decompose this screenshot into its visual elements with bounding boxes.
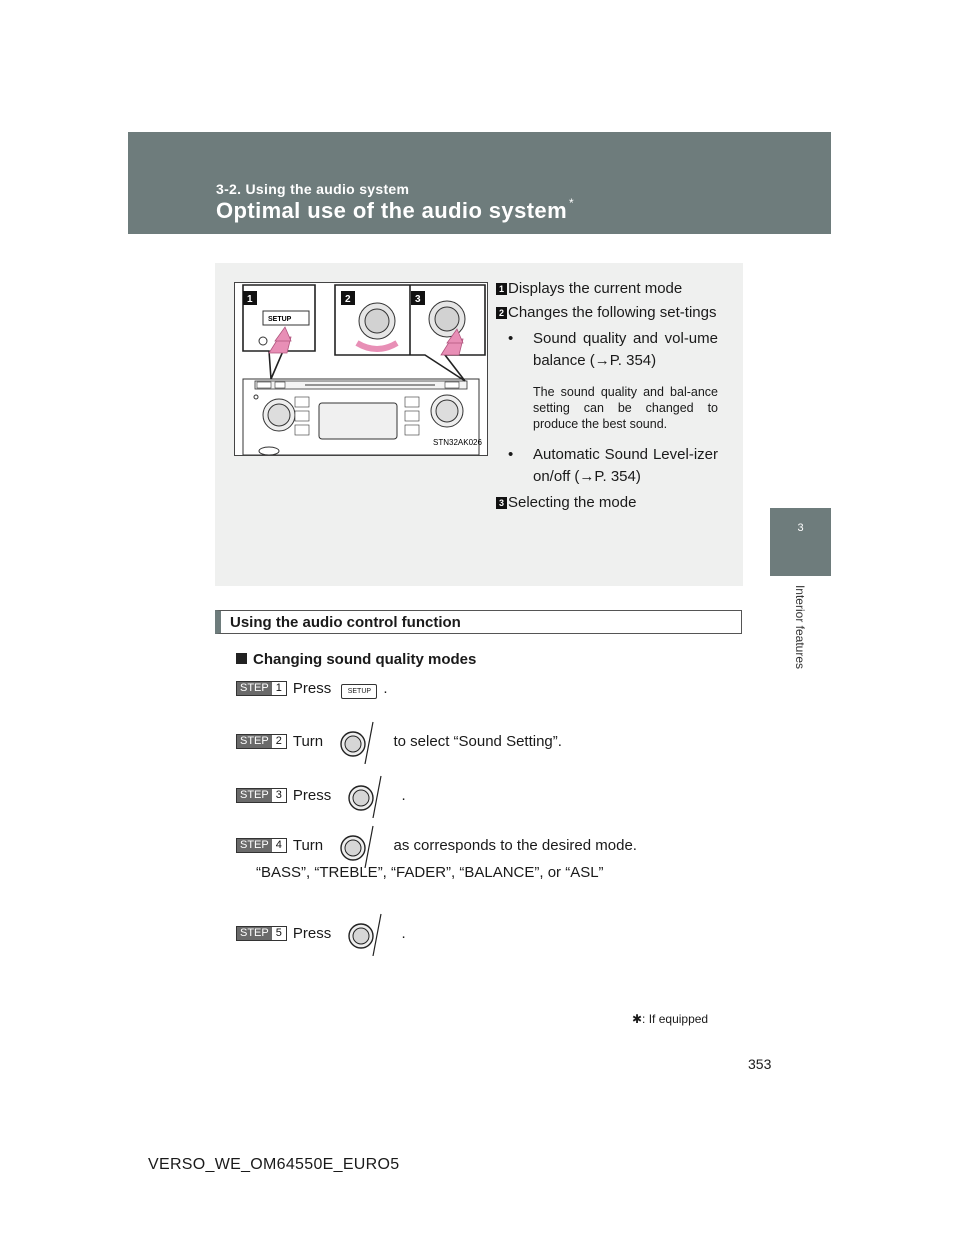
step-5-after: . bbox=[401, 924, 406, 942]
callout-item-3: 3 Selecting the mode bbox=[496, 492, 718, 514]
step-2-before: Turn bbox=[292, 732, 324, 750]
footnote: ✱: If equipped bbox=[632, 1012, 709, 1026]
illustration-code: STN32AK026 bbox=[433, 438, 482, 447]
step-3-before: Press bbox=[292, 786, 332, 804]
audio-unit-drawing: SETUP 1 2 3 STN32AK026 bbox=[242, 284, 486, 455]
bullet-text-2: Automatic Sound Level-izer on/off (→P. 3… bbox=[533, 446, 718, 485]
knob-icon bbox=[340, 721, 374, 764]
step-badge-number: 5 bbox=[271, 926, 286, 940]
callout-number-3: 3 bbox=[496, 497, 507, 509]
bullet-asl: • Automatic Sound Level-izer on/off (→P.… bbox=[496, 444, 718, 488]
callout-list: 1 Displays the current mode 2 Changes th… bbox=[496, 278, 718, 514]
audio-unit-illustration: SETUP 1 2 3 STN32AK026 bbox=[234, 282, 488, 456]
chapter-tab bbox=[770, 508, 831, 576]
step-4-after: as corresponds to the desired mode. bbox=[393, 836, 637, 854]
setup-label: SETUP bbox=[268, 316, 292, 323]
step-badge-label: STEP bbox=[237, 682, 272, 695]
sound-note: The sound quality and bal-ance setting c… bbox=[533, 385, 718, 431]
page-number: 353 bbox=[748, 1056, 772, 1072]
step-3-after: . bbox=[401, 786, 406, 804]
callout-text-2: Changes the following set-tings bbox=[508, 304, 717, 321]
subheading: Changing sound quality modes bbox=[236, 651, 476, 668]
setup-button-icon: SETUP bbox=[341, 684, 378, 699]
callout-text-3: Selecting the mode bbox=[508, 494, 637, 511]
step-1-after: . bbox=[383, 680, 388, 697]
callout-text-1: Displays the current mode bbox=[508, 280, 683, 297]
bullet-dot: • bbox=[508, 446, 514, 463]
step-badge-number: 4 bbox=[271, 838, 286, 852]
step-badge-number: 1 bbox=[271, 682, 286, 695]
step-badge-label: STEP bbox=[237, 926, 272, 940]
step-badge-number: 3 bbox=[271, 788, 286, 802]
equipped-marker: * bbox=[569, 196, 575, 210]
step-badge-label: STEP bbox=[237, 838, 272, 852]
step-5-before: Press bbox=[292, 924, 332, 942]
step-2-after: to select “Sound Setting”. bbox=[393, 732, 562, 750]
badge-1: 1 bbox=[247, 294, 253, 305]
badge-3: 3 bbox=[415, 294, 421, 305]
section-label: 3-2. Using the audio system bbox=[216, 181, 410, 197]
page-title: Optimal use of the audio system* bbox=[216, 196, 575, 224]
step-4-before: Turn bbox=[292, 836, 324, 854]
knob-icon bbox=[340, 825, 374, 868]
step-badge-label: STEP bbox=[237, 788, 272, 802]
knob-icon bbox=[348, 913, 382, 956]
section-heading-text: Using the audio control function bbox=[230, 614, 461, 631]
step-badge-number: 2 bbox=[271, 734, 286, 748]
chapter-header bbox=[128, 132, 831, 234]
bullet-text-1: Sound quality and vol-ume balance (→P. 3… bbox=[533, 330, 718, 369]
section-heading: Using the audio control function bbox=[215, 610, 742, 634]
callout-number-1: 1 bbox=[496, 283, 507, 295]
callout-item-2: 2 Changes the following set-tings bbox=[496, 302, 718, 324]
callout-item-1: 1 Displays the current mode bbox=[496, 278, 718, 300]
step-badge-label: STEP bbox=[237, 734, 272, 748]
document-code: VERSO_WE_OM64550E_EURO5 bbox=[148, 1156, 400, 1173]
knob-icon bbox=[348, 775, 382, 818]
mode-options: “BASS”, “TREBLE”, “FADER”, “BALANCE”, or… bbox=[256, 864, 604, 881]
badge-2: 2 bbox=[345, 294, 351, 305]
chapter-number: 3 bbox=[797, 522, 804, 534]
bullet-dot: • bbox=[508, 330, 514, 347]
subheading-text: Changing sound quality modes bbox=[253, 651, 477, 668]
chapter-label: Interior features bbox=[793, 584, 807, 670]
bullet-sound-quality: • Sound quality and vol-ume balance (→P.… bbox=[496, 328, 718, 372]
step-1-before: Press bbox=[292, 680, 332, 697]
callout-number-2: 2 bbox=[496, 307, 507, 319]
page-title-text: Optimal use of the audio system bbox=[216, 198, 568, 223]
square-bullet-icon bbox=[236, 653, 247, 664]
